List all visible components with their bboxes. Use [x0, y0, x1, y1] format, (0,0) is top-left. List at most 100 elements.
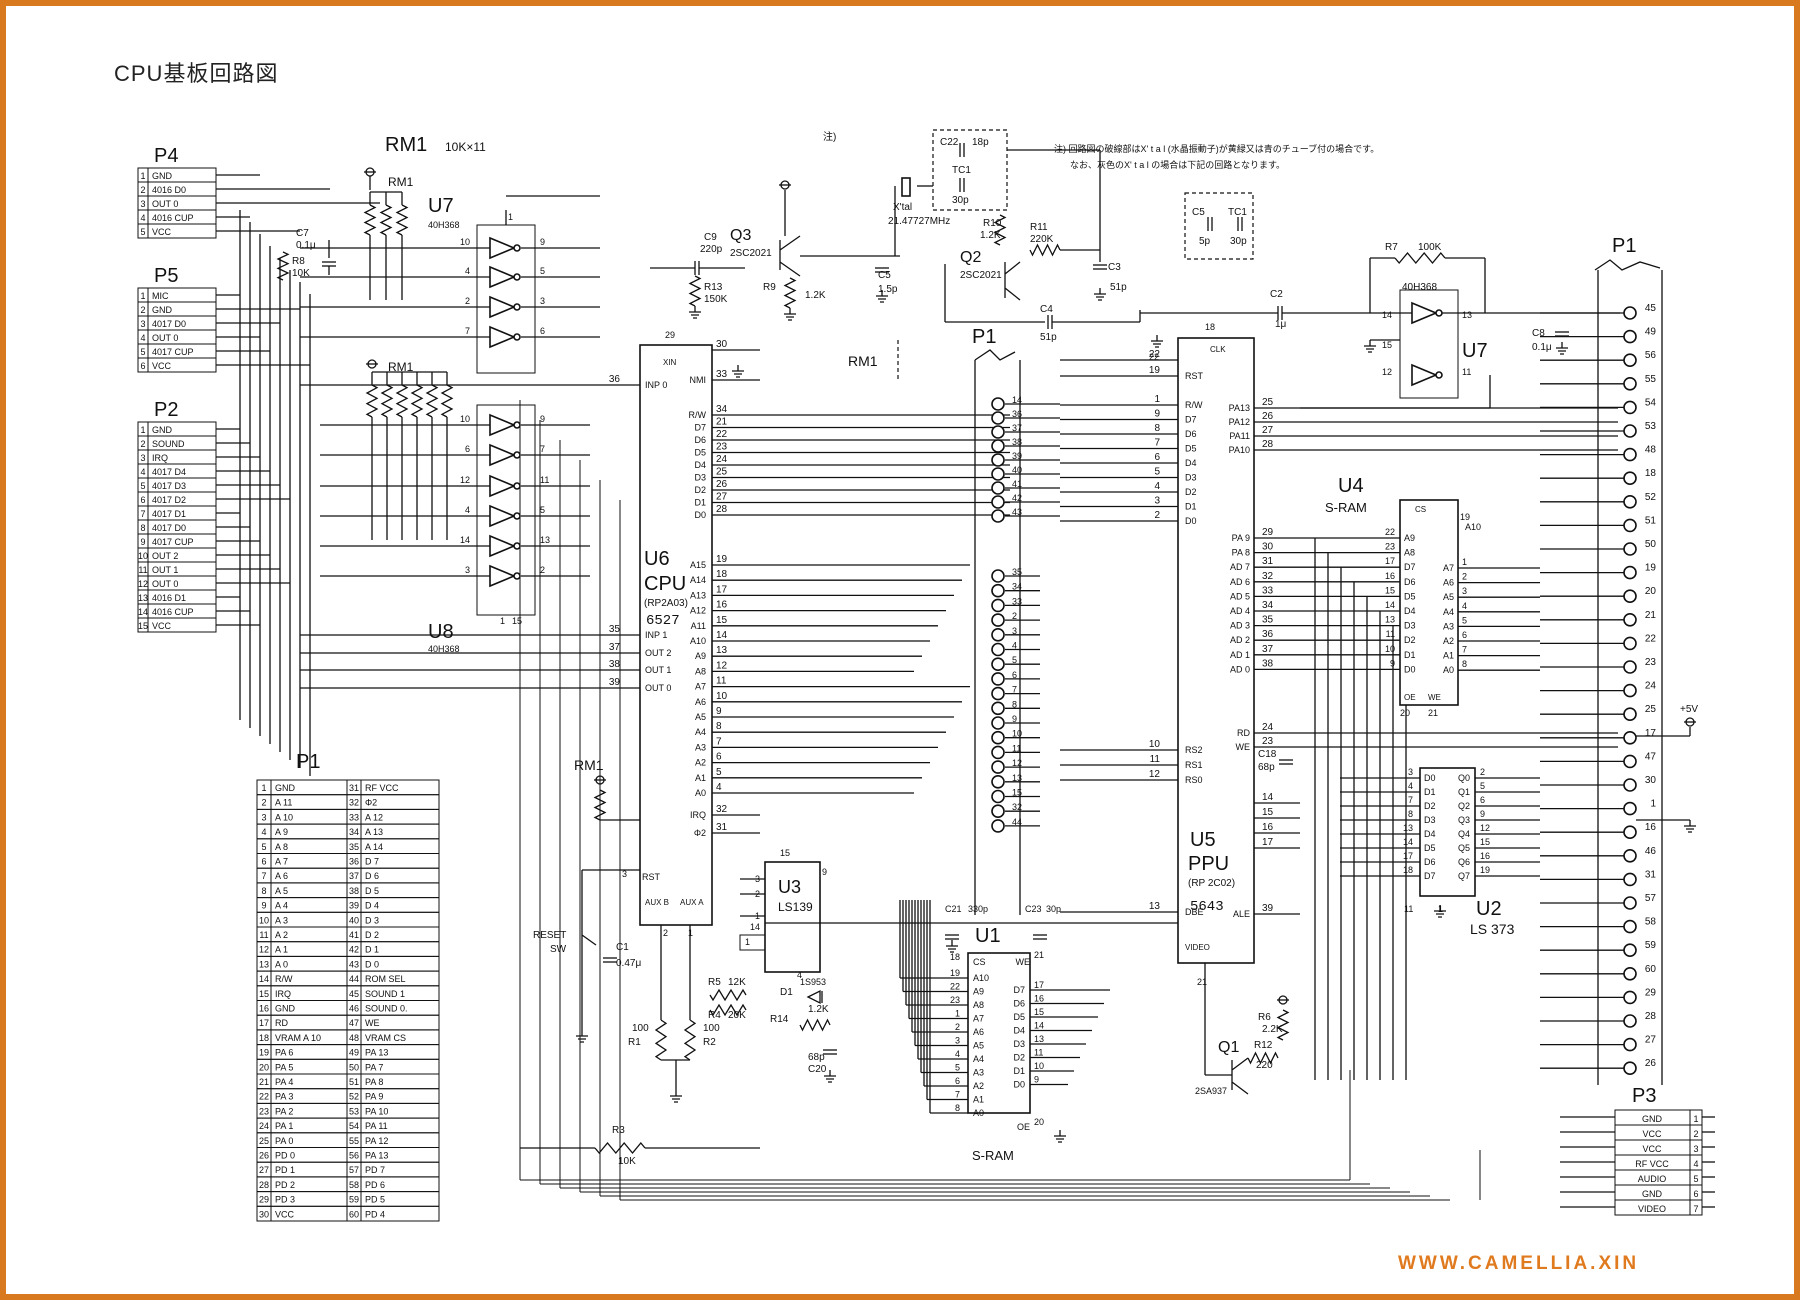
p1-pin-number: 7: [1012, 685, 1017, 695]
u3-pin-number: 1: [745, 937, 750, 947]
u6-pin-label: OUT 0: [645, 683, 671, 693]
u7-part: 40H368: [428, 220, 460, 230]
u6-pin-number: 29: [665, 330, 675, 340]
p2-pin-number: 6: [140, 495, 145, 505]
c2-label: C2: [1270, 289, 1283, 300]
p1-table-signal: PD 0: [275, 1151, 295, 1161]
p1-right-pin-number: 48: [1645, 445, 1657, 456]
p1-table-number: 11: [259, 930, 268, 940]
u1-name: S-RAM: [972, 1148, 1014, 1163]
u6-pin-label: A7: [695, 682, 706, 692]
p1-table-number: 21: [259, 1077, 269, 1087]
p1-pin-number: 10: [1012, 729, 1022, 739]
u2-pin-label: D4: [1424, 829, 1436, 839]
u5-pin-number: 22: [1149, 352, 1159, 362]
p1-pin: [991, 627, 1005, 642]
p5-pin-label: GND: [152, 305, 173, 315]
p1-table-number: 35: [349, 842, 359, 852]
u2-pin-number: 6: [1480, 795, 1485, 805]
u6-pin-label: D2: [694, 485, 706, 495]
u5-pin-number: 30: [1262, 542, 1274, 553]
u6-name: CPU: [644, 573, 686, 595]
u2-part: LS 373: [1470, 921, 1515, 937]
p4-pin-number: 4: [140, 213, 145, 223]
p1-right-pin: [1623, 825, 1637, 840]
p5-pin-label: 4017 CUP: [152, 347, 194, 357]
rm1-label: RM1: [574, 757, 604, 773]
r3-label: R3: [612, 1125, 625, 1136]
r6-label: R6: [1258, 1012, 1271, 1023]
u1-pin-number: 8: [955, 1103, 960, 1113]
p1-right-pin-number: 19: [1645, 563, 1657, 574]
p1-pin: [991, 804, 1005, 819]
u5-pin-label: RS0: [1185, 775, 1203, 785]
r8-label: R8: [292, 256, 305, 267]
u5-pin-label: DBE: [1185, 907, 1204, 917]
p4-pin-number: 5: [140, 227, 145, 237]
r14-resistor: [799, 1018, 831, 1032]
u8-part: 40H368: [428, 644, 460, 654]
p1-table-signal: WE: [365, 1018, 380, 1028]
u5-pin-number: 5: [1154, 467, 1160, 478]
p1-table-number: 9: [261, 901, 266, 911]
rm1-label: RM1: [848, 353, 878, 369]
ground-symbol: [1151, 335, 1163, 348]
u6-pin-number: 12: [716, 660, 728, 671]
p1-table-number: 19: [259, 1048, 269, 1058]
u4-pin-label: D6: [1404, 577, 1416, 587]
u6-pin-number: 8: [716, 721, 722, 732]
u1-pin-label: A7: [973, 1014, 984, 1024]
u4-pin-label: A4: [1443, 607, 1454, 617]
p2-pin-label: 4016 CUP: [152, 607, 194, 617]
p1-right-pin-number: 29: [1645, 987, 1657, 998]
p1-table-number: 32: [349, 798, 359, 808]
r13-resistor: [688, 275, 702, 307]
r7-resistor: [1394, 251, 1446, 265]
p2-pin-label: 4017 D1: [152, 509, 186, 519]
p1-table-number: 18: [259, 1033, 269, 1043]
p1-pin: [991, 397, 1005, 411]
p1-table-title: P1: [296, 751, 320, 773]
u2-pin-label: Q2: [1458, 801, 1470, 811]
u8-buffer: [489, 443, 517, 467]
u5-pin-number: 23: [1262, 736, 1274, 747]
u6-pin-label: A11: [691, 621, 706, 631]
p1-right-pin: [1623, 754, 1637, 769]
p1-table-signal: A 13: [365, 827, 383, 837]
u5-pin-label: D4: [1185, 458, 1197, 468]
u5-pin-number: 25: [1262, 397, 1274, 408]
u4-pin-label: A6: [1443, 578, 1454, 588]
u8-chip: [476, 404, 536, 616]
p2-pin-number: 13: [138, 593, 148, 603]
ground-symbol: [732, 365, 744, 378]
p1-table-signal: A 3: [275, 915, 288, 925]
u7-buffer: [489, 295, 517, 319]
u2-pin-label: Q3: [1458, 815, 1470, 825]
u8-buffer: [489, 564, 517, 588]
r10-label: R10: [983, 218, 1002, 229]
p1-right-pin-number: 46: [1645, 846, 1657, 857]
u3-part: LS139: [778, 900, 813, 914]
p1-table-signal: RD: [275, 1018, 288, 1028]
u8-pin-number: 10: [460, 414, 470, 424]
p2-pin-number: 10: [138, 551, 148, 561]
u8-title: U8: [428, 621, 454, 643]
q3-part: 2SC2021: [730, 248, 772, 259]
p1-pin: [991, 569, 1005, 583]
u5-pin-label: AD 7: [1230, 562, 1250, 572]
u6-pin-number: 4: [716, 782, 722, 793]
p3-title: P3: [1632, 1085, 1656, 1107]
u7-buffer: [489, 265, 517, 289]
p1-pin-number: 37: [1012, 423, 1022, 433]
p1-pin: [991, 760, 1005, 774]
p1-pin-number: 34: [1012, 582, 1022, 592]
u1-pin-label: D5: [1013, 1012, 1025, 1022]
u6-pin-label: INP 1: [645, 630, 667, 640]
reset-switch: [581, 934, 597, 946]
p1-right-pin-number: 49: [1645, 327, 1657, 338]
u8-pin-number: 9: [540, 414, 545, 424]
u6-pin-number: 39: [609, 677, 621, 688]
p1-right-pin: [1623, 801, 1637, 816]
p2-pin-number: 7: [140, 509, 145, 519]
u8-pin-number: 4: [465, 505, 470, 515]
